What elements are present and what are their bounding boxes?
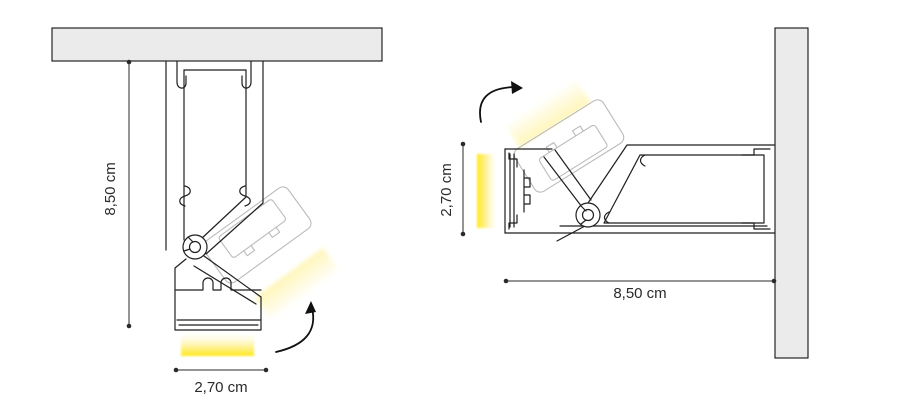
left-diagram: 8,50 cm 2,70 cm: [51, 27, 383, 396]
hinge-pivot-core: [188, 240, 202, 254]
spring-clip: [179, 185, 191, 207]
profile-outer-top-wall: [587, 144, 776, 204]
dimension-dot: [126, 59, 132, 65]
right-width-dimension: 8,50 cm: [503, 278, 777, 302]
spring-clip: [239, 185, 251, 207]
ghost-rotated-head: [202, 186, 312, 284]
dimension-dot: [460, 231, 466, 237]
dimension-dot: [263, 367, 269, 373]
ceiling-slab: [51, 27, 383, 62]
profile-inner-right-wall: [200, 69, 247, 240]
led-bracket: [523, 169, 531, 213]
profile-cross-section-horizontal: [504, 144, 776, 242]
hinge-notches: [580, 205, 587, 225]
ghost-bracket-tabs: [545, 125, 584, 153]
tilted-light-beam: [254, 247, 340, 321]
profile-cross-section-vertical: [165, 61, 264, 331]
profile-inner-cavity: [603, 154, 765, 224]
right-diagram: 2,70 cm 8,50 cm: [438, 27, 809, 359]
head-tail-edge: [556, 225, 586, 242]
width-dimension-label: 2,70 cm: [194, 379, 247, 396]
rotation-arrow-icon: [275, 307, 315, 353]
ghost-head-body: [202, 186, 312, 284]
ghost-bracket-tabs: [243, 226, 281, 257]
width-dimension-label: 8,50 cm: [613, 285, 666, 302]
dimension-dot: [460, 141, 466, 147]
tilted-light-beam: [505, 79, 591, 149]
hinge-notches: [183, 236, 194, 252]
hinge-pivot: [575, 202, 601, 228]
mounting-clip: [241, 61, 252, 89]
dimension-dot: [503, 278, 509, 284]
ghost-head-body: [513, 99, 625, 193]
ghost-led-bracket: [538, 124, 608, 181]
rotation-arrow-tip-icon: [511, 81, 523, 94]
led-bracket-wings: [508, 152, 518, 230]
hinge-pivot: [182, 234, 208, 260]
left-rotation-arrow: [275, 301, 316, 353]
pivot-arm: [193, 255, 262, 305]
light-beam-left: [477, 154, 497, 228]
dimension-dot: [126, 323, 132, 329]
right-height-dimension: 2,70 cm: [438, 141, 466, 237]
ghost-glow-band: [254, 247, 340, 321]
dimension-dot: [771, 278, 777, 284]
pivot-arm: [543, 149, 592, 208]
rotation-arrow-tip-icon: [305, 301, 316, 314]
ghost-led-bracket: [218, 199, 286, 258]
light-beam-down: [181, 333, 254, 356]
mounting-clip: [176, 61, 187, 89]
left-height-dimension: 8,50 cm: [102, 59, 132, 329]
height-dimension-label: 8,50 cm: [102, 162, 119, 215]
left-width-dimension: 2,70 cm: [173, 367, 269, 396]
wall-slab: [774, 27, 809, 359]
hinge-pivot-core: [581, 208, 595, 222]
mounting-clip: [741, 148, 771, 230]
diffuser-lines: [176, 319, 261, 326]
profile-lower-channel: [174, 258, 262, 331]
height-dimension-label: 2,70 cm: [438, 163, 455, 216]
ghost-glow-band: [505, 79, 591, 149]
profile-outer-right-wall: [205, 61, 264, 255]
right-rotation-arrow: [479, 81, 523, 123]
diffuser-lines: [509, 153, 515, 228]
led-bracket: [175, 277, 262, 291]
rotation-arrow-icon: [479, 86, 516, 123]
dimension-dot: [173, 367, 179, 373]
ghost-rotated-head: [513, 99, 625, 193]
spring-clip: [603, 154, 646, 224]
